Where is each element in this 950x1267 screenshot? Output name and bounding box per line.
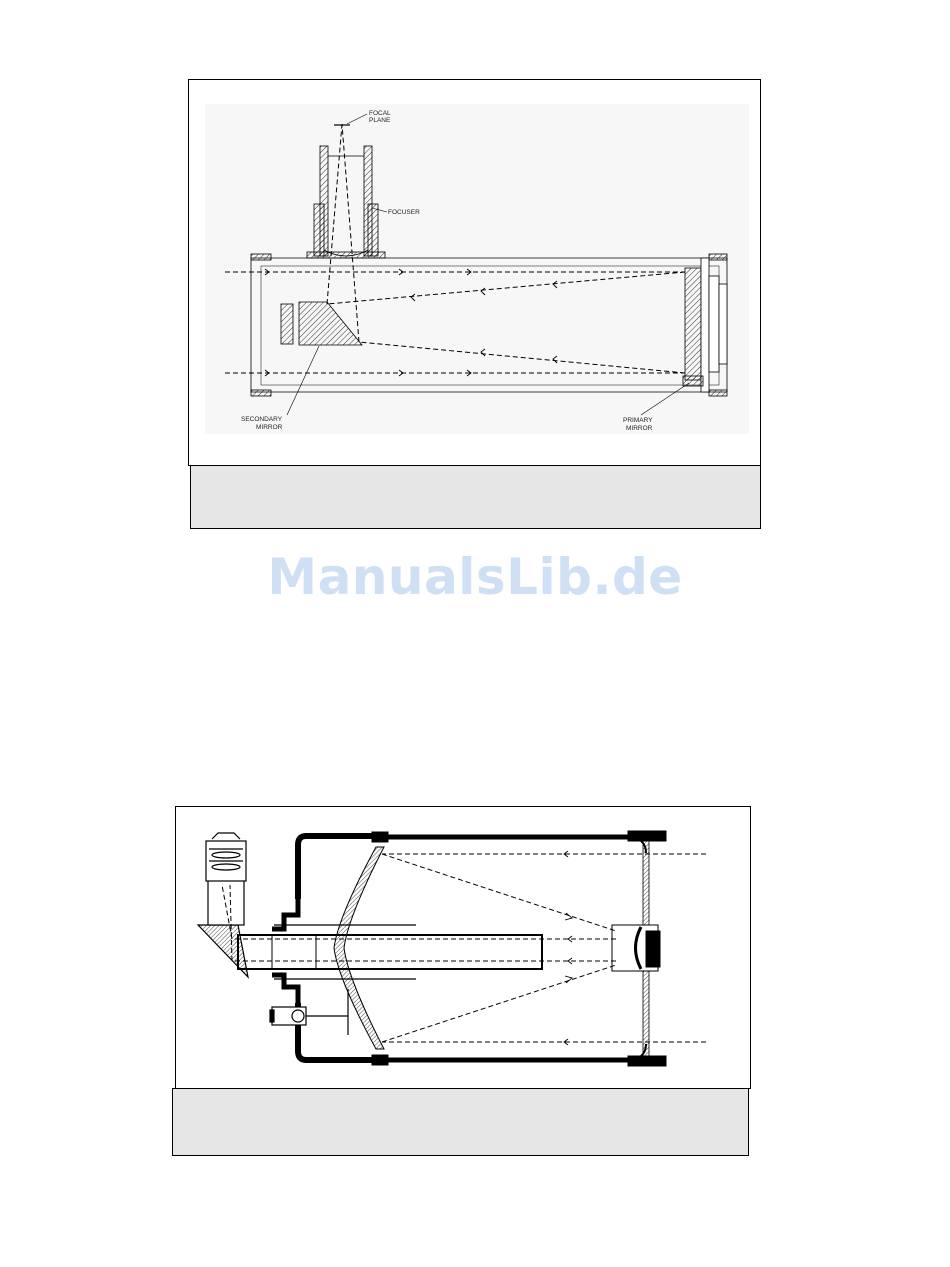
- label-focal-1: FOCAL: [369, 110, 391, 117]
- sct-tube: [298, 831, 666, 1066]
- star-diagonal: [198, 833, 248, 977]
- schmidt-cassegrain-diagram-figure: [175, 806, 751, 1089]
- secondary-mirror-housing: [612, 925, 660, 971]
- label-focal-2: PLANE: [369, 117, 391, 124]
- newtonian-diagram: FOCAL PLANE FOCUSER SECONDARY MIRROR PRI…: [189, 80, 760, 465]
- rear-cell: [272, 899, 298, 1003]
- sct-arrows: [564, 851, 572, 1045]
- schmidt-cassegrain-diagram: [176, 807, 750, 1088]
- baffle-tube: [238, 925, 542, 979]
- watermark: ManualsLib.de: [0, 548, 950, 606]
- figure-2-caption-box: [172, 1088, 749, 1156]
- label-primary-2: MIRROR: [626, 425, 653, 432]
- label-primary-1: PRIMARY: [623, 417, 653, 424]
- label-secondary-2: MIRROR: [256, 424, 283, 431]
- diagram-background: [205, 104, 749, 434]
- sct-primary-mirror: [334, 847, 384, 1049]
- label-focuser: FOCUSER: [388, 209, 420, 216]
- focus-knob: [270, 989, 348, 1035]
- newtonian-diagram-figure: FOCAL PLANE FOCUSER SECONDARY MIRROR PRI…: [188, 79, 761, 466]
- figure-1-caption-box: [190, 465, 761, 529]
- label-secondary-1: SECONDARY: [241, 416, 283, 423]
